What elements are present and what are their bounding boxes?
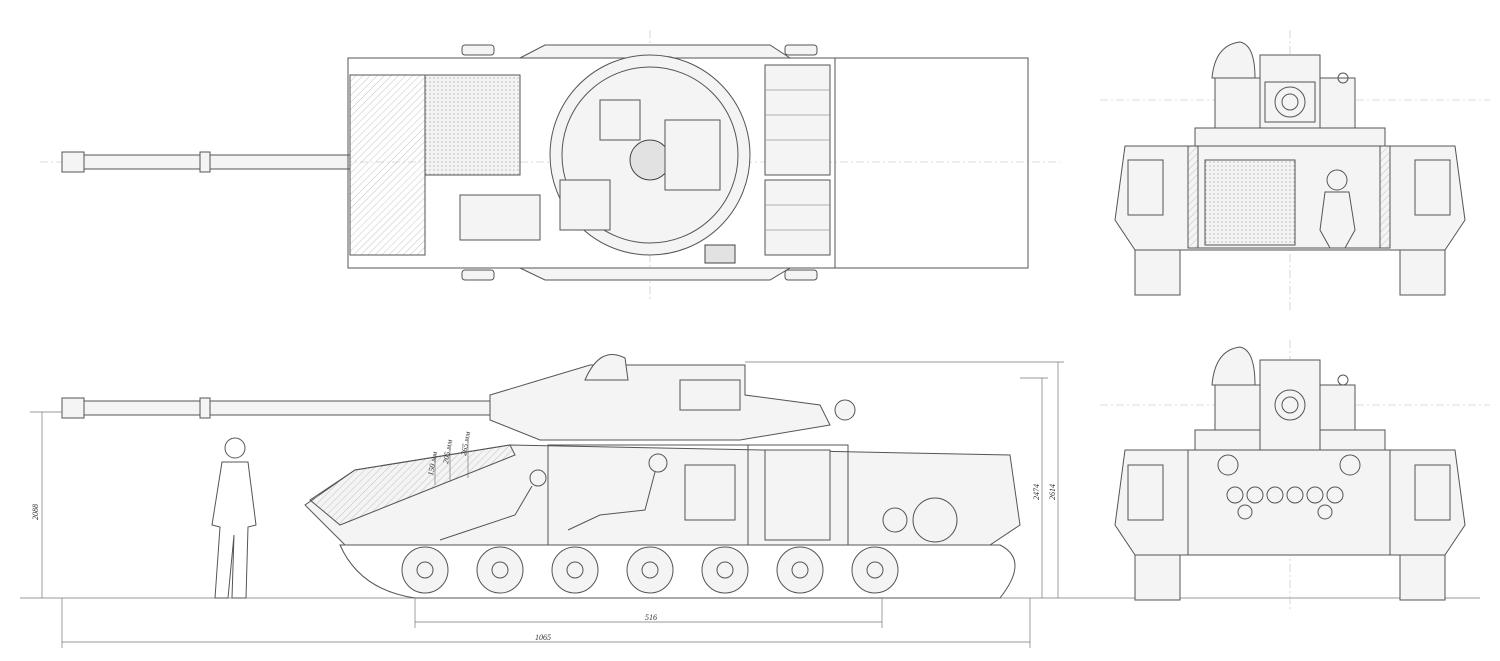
front-view-upper bbox=[1100, 30, 1490, 310]
hull-top bbox=[347, 44, 1029, 281]
armor-thickness-labels: 150 мм 205 мм 265 мм bbox=[426, 431, 472, 485]
human-silhouette bbox=[211, 437, 257, 599]
crew-figures-side bbox=[439, 453, 668, 541]
ammo-rounds-front bbox=[1226, 486, 1344, 520]
track-hubs-top bbox=[461, 44, 818, 281]
ammo-rack-top bbox=[764, 64, 831, 256]
side-view: 150 мм 205 мм 265 мм 2088 2474 2614 516 … bbox=[20, 354, 1480, 648]
gun-barrel-top bbox=[61, 151, 351, 173]
gun-barrel-side bbox=[61, 397, 491, 419]
dim-height-left: 2088 bbox=[31, 504, 40, 520]
turret-ring-top bbox=[549, 54, 751, 256]
engine-block-top bbox=[459, 194, 736, 264]
road-wheels bbox=[401, 546, 899, 594]
dim-overall-length: 1065 bbox=[535, 633, 551, 642]
hull-side bbox=[304, 444, 1021, 546]
armor-label-205: 205 мм bbox=[441, 439, 454, 464]
dimension-lines: 2088 2474 2614 516 1065 bbox=[30, 361, 1064, 648]
armor-label-265: 265 мм bbox=[459, 431, 472, 456]
dim-height-outer: 2614 bbox=[1048, 484, 1057, 500]
dim-height-inner: 2474 bbox=[1032, 484, 1041, 500]
top-view bbox=[40, 30, 1060, 300]
armor-label-150: 150 мм bbox=[426, 451, 439, 476]
dim-wheelbase: 516 bbox=[645, 613, 657, 622]
track-side bbox=[339, 544, 1016, 599]
turret-side bbox=[489, 354, 856, 441]
front-view-lower bbox=[1100, 340, 1490, 610]
